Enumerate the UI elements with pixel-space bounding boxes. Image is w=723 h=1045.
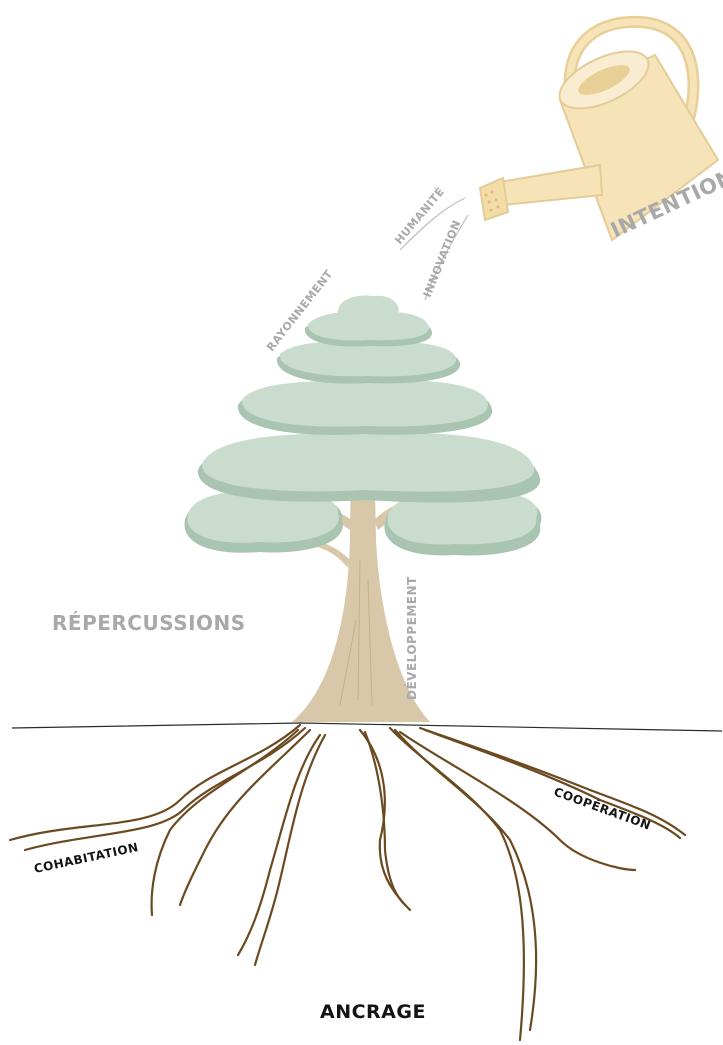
developpement-label: DÉVELOPPEMENT [404,576,419,700]
repercussions-label: RÉPERCUSSIONS [52,611,246,635]
roots-icon [10,725,685,1040]
humanite-label: HUMANITÉ [392,185,447,247]
ground-line [12,723,722,731]
innovation-label: INNOVATION [421,218,464,299]
ancrage-label: ANCRAGE [320,1001,426,1023]
tree-icon [185,296,542,722]
